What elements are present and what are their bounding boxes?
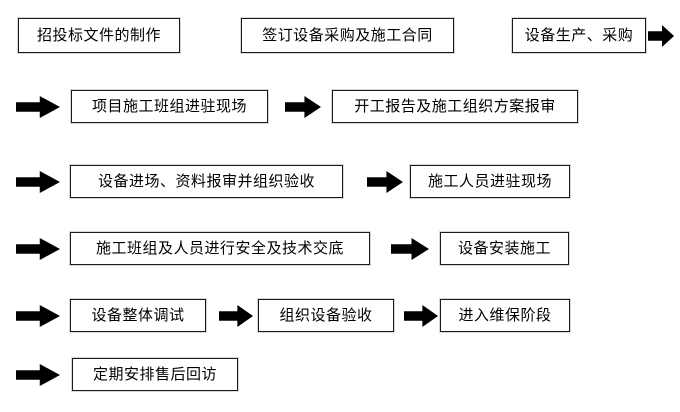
process-box-label: 组织设备验收	[279, 306, 373, 324]
flow-arrow-icon	[16, 363, 60, 387]
process-box-n11: 组织设备验收	[258, 299, 394, 332]
flow-arrow-icon	[285, 95, 321, 119]
flow-arrow-icon	[391, 237, 429, 261]
process-box-label: 设备安装施工	[457, 239, 551, 257]
process-box-n13: 定期安排售后回访	[72, 358, 238, 391]
process-box-label: 进入维保阶段	[458, 306, 552, 324]
process-box-n5: 开工报告及施工组织方案报审	[332, 90, 578, 123]
flow-arrow-icon	[367, 170, 403, 194]
flow-arrow-icon	[219, 304, 253, 328]
process-box-n9: 设备安装施工	[440, 232, 569, 265]
process-box-n8: 施工班组及人员进行安全及技术交底	[70, 232, 370, 265]
process-box-label: 施工人员进驻现场	[427, 172, 552, 190]
process-box-n12: 进入维保阶段	[440, 299, 570, 332]
process-box-label: 设备整体调试	[91, 306, 185, 324]
flow-arrow-icon	[16, 304, 60, 328]
flow-arrow-icon	[16, 170, 60, 194]
process-box-label: 施工班组及人员进行安全及技术交底	[95, 239, 344, 257]
process-box-label: 设备生产、采购	[524, 26, 634, 44]
process-box-label: 开工报告及施工组织方案报审	[354, 97, 556, 115]
process-box-label: 定期安排售后回访	[92, 365, 217, 383]
process-box-n4: 项目施工班组进驻现场	[71, 90, 268, 123]
process-box-n7: 施工人员进驻现场	[410, 165, 570, 198]
process-box-n1: 招投标文件的制作	[18, 18, 180, 53]
flow-arrow-icon	[16, 237, 60, 261]
flow-arrow-icon	[404, 304, 438, 328]
process-box-n2: 签订设备采购及施工合同	[241, 18, 454, 53]
process-box-label: 签订设备采购及施工合同	[262, 26, 433, 44]
flow-arrow-icon	[16, 95, 60, 119]
process-box-label: 招投标文件的制作	[36, 26, 161, 44]
process-box-n3: 设备生产、采购	[512, 18, 646, 53]
process-box-label: 项目施工班组进驻现场	[91, 97, 247, 115]
flow-arrow-icon	[648, 24, 674, 48]
process-box-n10: 设备整体调试	[70, 299, 206, 332]
process-box-n6: 设备进场、资料报审并组织验收	[70, 165, 343, 198]
process-box-label: 设备进场、资料报审并组织验收	[97, 172, 315, 190]
